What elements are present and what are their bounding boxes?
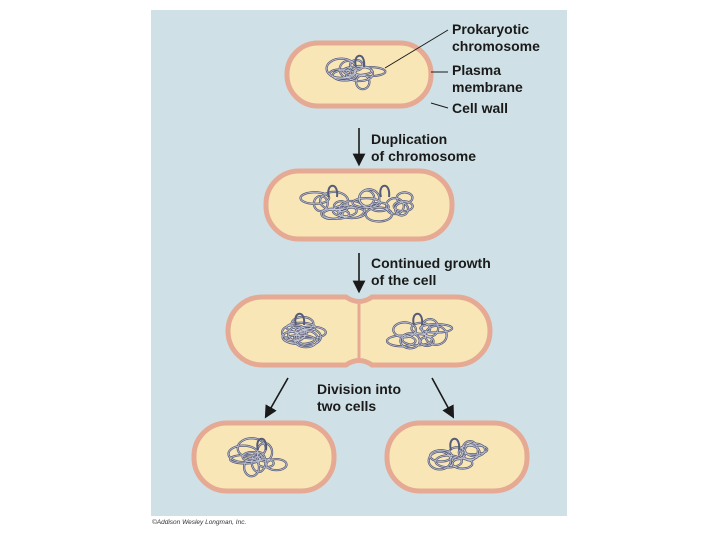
chromosome-icon <box>280 312 327 349</box>
leader-lines <box>384 29 449 109</box>
chromosome-icon <box>227 437 288 478</box>
label-plasma-membrane: Plasma membrane <box>452 62 523 95</box>
cell-duplicated-chromosome <box>263 168 455 242</box>
daughter-cell-right <box>384 420 530 494</box>
arrows <box>264 128 455 419</box>
chromosome-icon <box>325 54 387 91</box>
label-step-growth: Continued growth of the cell <box>371 255 495 288</box>
cell-original <box>284 40 434 109</box>
label-step-duplication: Duplication of chromosome <box>371 131 476 164</box>
label-prokaryotic-chromosome: Prokaryotic chromosome <box>452 21 540 54</box>
arrow-left <box>264 377 289 419</box>
chromosome-icon <box>351 184 414 223</box>
daughter-cell-left <box>191 420 337 494</box>
chromosome-icon <box>385 312 454 350</box>
label-cell-wall: Cell wall <box>452 100 508 116</box>
copyright-notice: ©Addison Wesley Longman, Inc. <box>152 519 247 526</box>
cell-dividing <box>225 294 493 368</box>
arrow-right <box>431 377 455 419</box>
chromosome-icon <box>427 437 489 471</box>
label-step-division: Division into two cells <box>317 381 405 414</box>
